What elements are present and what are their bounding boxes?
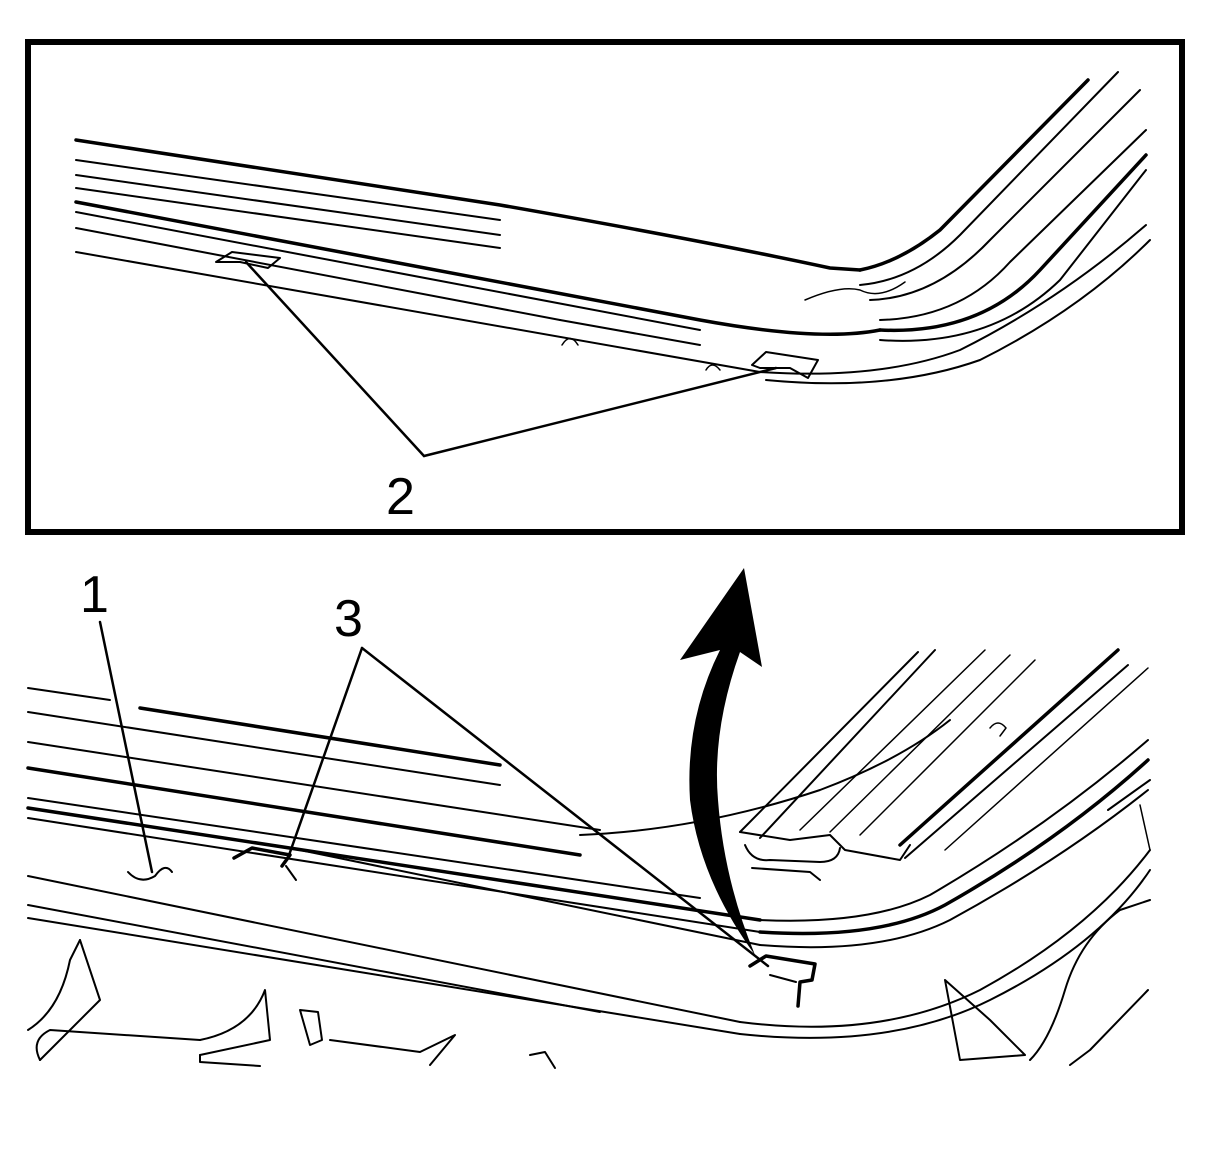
callout-3-leader-left	[286, 646, 364, 860]
callout-3-label: 3	[334, 590, 363, 648]
inset-hole-2	[705, 364, 721, 371]
callout-1-label: 1	[80, 566, 109, 624]
inset-hole-1	[561, 337, 579, 346]
callout-2-leader-left	[244, 260, 426, 458]
callout-2-label: 2	[386, 468, 415, 526]
callout-3-leader-right	[360, 646, 770, 968]
fastener-hook	[127, 866, 173, 881]
main-clip-right	[748, 954, 817, 1008]
main-view: 1 3	[26, 566, 1151, 1069]
lower-frame	[27, 899, 1151, 1069]
glass-panel	[739, 648, 1151, 881]
callout-2-leader-right	[422, 366, 778, 458]
inset-clip-right	[751, 351, 819, 379]
curved-up-arrow	[680, 568, 762, 955]
callout-1-leader	[98, 620, 154, 874]
detail-inset: 2	[25, 39, 1185, 535]
inset-trim-lines	[74, 71, 1151, 385]
main-clip-left	[232, 846, 297, 881]
inset-frame	[25, 39, 1185, 535]
main-trim-lines	[26, 687, 1151, 1039]
inset-clip-left	[215, 251, 281, 269]
